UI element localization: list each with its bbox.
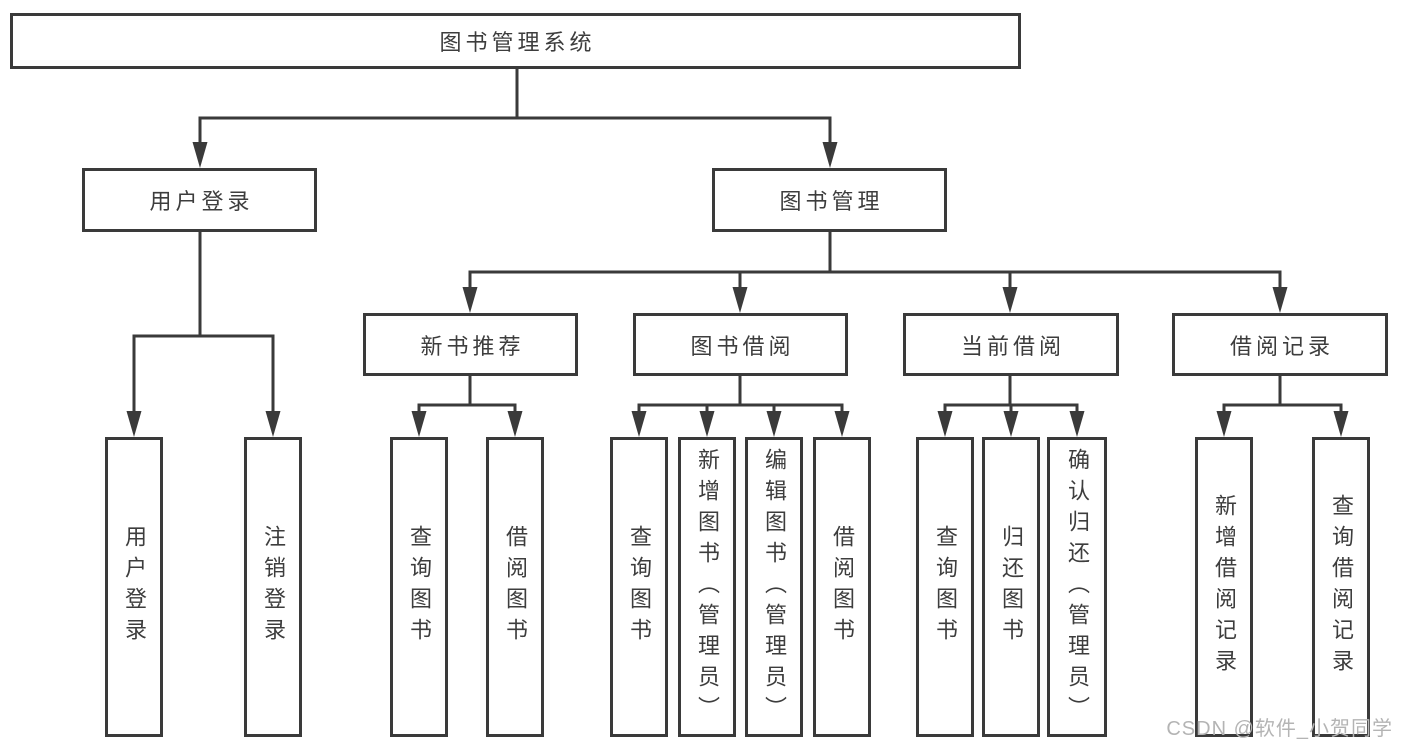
node-borrowing-records: 借阅记录 <box>1172 313 1388 376</box>
node-leaf-add-borrow-record: 新增借阅记录 <box>1195 437 1253 737</box>
node-leaf-query-book-newbook: 查询图书 <box>390 437 448 737</box>
edge-book-management-to-modules <box>468 232 1282 291</box>
arrowheads-root-to-branches <box>192 142 838 168</box>
node-book-borrowing: 图书借阅 <box>633 313 848 376</box>
node-leaf-query-borrow-record: 查询借阅记录 <box>1312 437 1370 737</box>
node-leaf-edit-book-admin: 编辑图书（管理员） <box>745 437 803 737</box>
arrowheads-book-borrowing-to-leaves <box>631 411 850 437</box>
arrowheads-current-borrowing-to-leaves <box>937 411 1085 437</box>
arrowheads-user-login-to-leaves <box>126 411 281 437</box>
edge-user-login-to-leaves <box>132 232 275 415</box>
node-library-management-system: 图书管理系统 <box>10 13 1021 69</box>
node-leaf-borrow-book-newbook: 借阅图书 <box>486 437 544 737</box>
edge-current-borrowing-to-leaves <box>943 376 1079 415</box>
node-leaf-borrow-book-borrowing: 借阅图书 <box>813 437 871 737</box>
node-leaf-user-login: 用户登录 <box>105 437 163 737</box>
node-leaf-return-book: 归还图书 <box>982 437 1040 737</box>
edge-new-book-recommend-to-leaves <box>417 376 517 415</box>
node-leaf-query-book-borrowing: 查询图书 <box>610 437 668 737</box>
arrowheads-new-book-recommend-to-leaves <box>411 411 523 437</box>
node-leaf-add-book-admin: 新增图书（管理员） <box>678 437 736 737</box>
node-leaf-query-book-current: 查询图书 <box>916 437 974 737</box>
node-book-management: 图书管理 <box>712 168 947 232</box>
node-leaf-confirm-return-admin: 确认归还（管理员） <box>1047 437 1107 737</box>
node-user-login: 用户登录 <box>82 168 317 232</box>
arrowheads-book-management-to-modules <box>462 287 1288 313</box>
node-current-borrowing: 当前借阅 <box>903 313 1119 376</box>
node-new-book-recommend: 新书推荐 <box>363 313 578 376</box>
edge-book-borrowing-to-leaves <box>637 376 844 415</box>
csdn-watermark: CSDN @软件_小贺同学 <box>1166 718 1393 740</box>
edge-root-to-branches <box>198 68 832 146</box>
node-leaf-logout: 注销登录 <box>244 437 302 737</box>
arrowheads-borrowing-records-to-leaves <box>1216 411 1349 437</box>
edge-borrowing-records-to-leaves <box>1222 376 1343 415</box>
